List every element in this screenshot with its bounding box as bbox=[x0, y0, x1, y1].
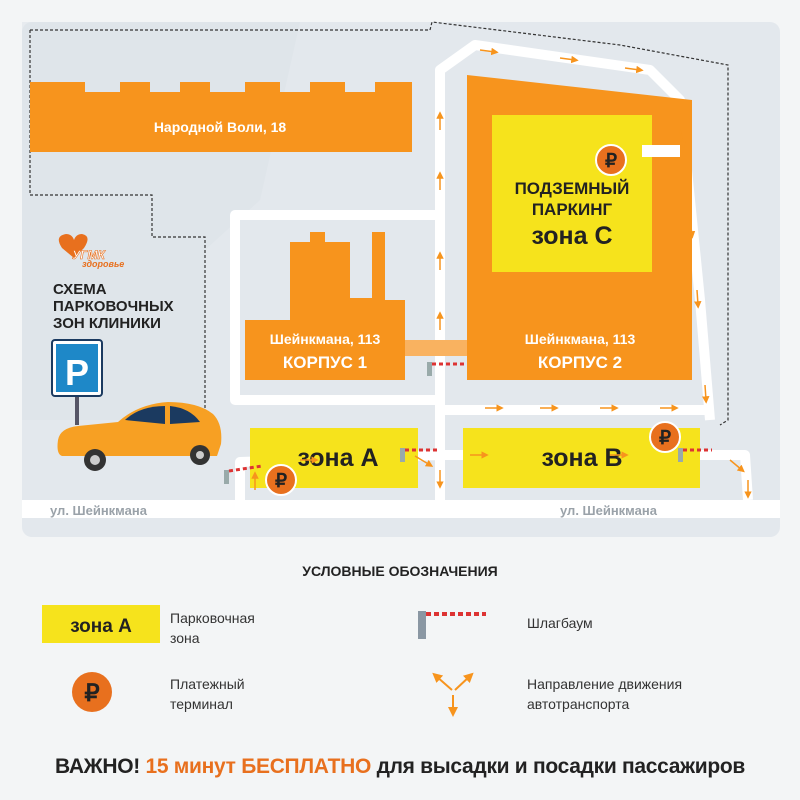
payment-terminal-icon: ₽ bbox=[265, 464, 297, 496]
legend-terminal-icon: ₽ bbox=[72, 672, 112, 712]
legend-title: УСЛОВНЫЕ ОБОЗНАЧЕНИЯ bbox=[302, 563, 498, 579]
payment-terminal-icon: ₽ bbox=[649, 421, 681, 453]
legend-terminal-label-line1: Платежный bbox=[170, 676, 245, 692]
korpus-1-address: Шейнкмана, 113 bbox=[270, 331, 381, 347]
street-label-left: ул. Шейнкмана bbox=[50, 503, 148, 518]
zone-a-label: зона А bbox=[297, 444, 378, 472]
korpus-1-name: КОРПУС 1 bbox=[283, 353, 367, 372]
svg-text:₽: ₽ bbox=[659, 428, 671, 449]
legend-zone-label-line2: зона bbox=[170, 630, 200, 646]
notice-important: ВАЖНО! bbox=[55, 755, 140, 778]
parking-zone-c bbox=[492, 115, 652, 272]
territory-boundary-left bbox=[29, 30, 206, 420]
map-title-line2: ПАРКОВОЧНЫХ bbox=[53, 298, 174, 315]
ugmk-logo: УГМК здоровье bbox=[58, 234, 124, 269]
notice-purpose: для высадки и посадки пассажиров bbox=[376, 755, 746, 778]
parking-c-line2: ПАРКИНГ bbox=[532, 200, 613, 219]
legend-direction-label-line1: Направление движения bbox=[527, 676, 683, 692]
map-title-line1: СХЕМА bbox=[53, 281, 107, 298]
parking-c-line1: ПОДЗЕМНЫЙ bbox=[515, 179, 630, 198]
street bbox=[22, 500, 780, 518]
barrier-icon bbox=[678, 448, 712, 462]
svg-text:₽: ₽ bbox=[84, 680, 99, 707]
building-narodnoy-voli-label: Народной Воли, 18 bbox=[154, 119, 287, 135]
legend-zone-label-line1: Парковочная bbox=[170, 610, 255, 626]
legend-barrier-icon bbox=[418, 611, 486, 639]
notice-free-minutes: 15 минут БЕСПЛАТНО bbox=[145, 755, 372, 778]
important-notice: ВАЖНО! 15 минут БЕСПЛАТНО для высадки и … bbox=[0, 755, 800, 779]
barrier-icon bbox=[427, 362, 464, 376]
legend-direction-label-line2: автотранспорта bbox=[527, 696, 630, 712]
direction-arrows bbox=[251, 47, 752, 499]
building-connector bbox=[405, 340, 467, 356]
building-korpus-1 bbox=[245, 232, 405, 380]
legend-zone-label: Парковочная зона bbox=[170, 608, 255, 648]
zone-b-label: зона В bbox=[541, 444, 622, 472]
barrier-icon bbox=[400, 448, 440, 462]
svg-text:УГМК: УГМК bbox=[72, 248, 106, 262]
korpus-2-address: Шейнкмана, 113 bbox=[525, 331, 636, 347]
svg-text:₽: ₽ bbox=[605, 151, 617, 172]
car-icon bbox=[57, 402, 222, 471]
parking-c-entrance bbox=[642, 145, 680, 157]
legend-zone-swatch bbox=[42, 605, 160, 643]
parking-c-line3: зона С bbox=[531, 222, 612, 250]
legend-terminal-label: Платежный терминал bbox=[170, 674, 245, 714]
territory-boundary bbox=[30, 21, 729, 426]
building-narodnoy-voli bbox=[30, 82, 412, 152]
payment-terminal-icon: ₽ bbox=[595, 144, 627, 176]
legend-barrier-label: Шлагбаум bbox=[527, 615, 593, 631]
legend-terminal-label-line2: терминал bbox=[170, 696, 233, 712]
svg-text:P: P bbox=[65, 352, 89, 393]
legend-zone-sample: зона А bbox=[70, 616, 132, 637]
barrier-icon bbox=[224, 464, 263, 484]
legend-direction-icon bbox=[432, 672, 474, 717]
korpus-2-name: КОРПУС 2 bbox=[538, 353, 622, 372]
legend-direction-label: Направление движения автотранспорта bbox=[527, 674, 682, 714]
svg-text:здоровье: здоровье bbox=[82, 259, 124, 269]
street-label-right: ул. Шейнкмана bbox=[560, 503, 658, 518]
parking-sign-icon: P bbox=[51, 339, 103, 425]
svg-text:₽: ₽ bbox=[275, 471, 287, 492]
map-title-line3: ЗОН КЛИНИКИ bbox=[53, 315, 161, 332]
